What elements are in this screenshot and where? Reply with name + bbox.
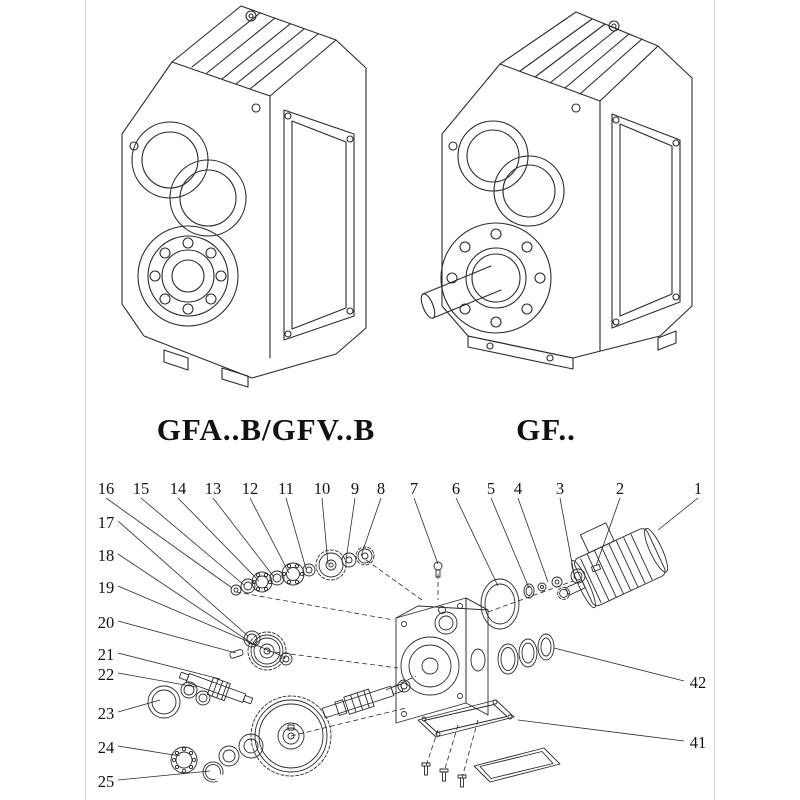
- gear-18: [247, 631, 287, 671]
- callout-19: 19: [98, 578, 115, 597]
- seal-23: [147, 685, 181, 719]
- callout-23: 23: [98, 704, 115, 723]
- gearbox-drawing-gf: [420, 11, 693, 370]
- callout-9: 9: [351, 479, 359, 498]
- catalog-sheet: GFA..B/GFV..B GF..: [85, 0, 715, 800]
- output-flange: [440, 222, 552, 334]
- snap-ring-25: [202, 761, 224, 783]
- bearing-24: [170, 746, 198, 774]
- callout-1: 1: [694, 479, 702, 498]
- bearing-14: [251, 571, 273, 593]
- callout-2: 2: [616, 479, 624, 498]
- callout-20: 20: [98, 613, 115, 632]
- input-bearing-bosses: [131, 121, 247, 237]
- pinion-8: [355, 546, 375, 566]
- adapter-gasket-6: [480, 578, 520, 630]
- callout-11: 11: [278, 479, 294, 498]
- caption-gfab: GFA..B/GFV..B: [156, 412, 376, 447]
- bottom-cover-plate: [473, 747, 561, 783]
- terminal-box: [579, 522, 615, 554]
- bottom-gasket-41: [417, 699, 515, 738]
- callout-17: 17: [98, 513, 115, 532]
- exploded-view: 16 15 14 13 12 11 10 9 8 7 6 5 4 3 2 1 1…: [98, 479, 707, 791]
- cooling-fins: [519, 18, 643, 95]
- callout-22: 22: [98, 665, 115, 684]
- callout-42: 42: [690, 673, 707, 692]
- callouts: 16 15 14 13 12 11 10 9 8 7 6 5 4 3 2 1 1…: [98, 479, 707, 791]
- callout-18: 18: [98, 546, 115, 565]
- gear-housing: [395, 597, 489, 724]
- side-panel: [283, 109, 355, 341]
- callout-8: 8: [377, 479, 385, 498]
- callout-10: 10: [314, 479, 331, 498]
- callout-5: 5: [487, 479, 495, 498]
- gear-10: [315, 549, 347, 581]
- bearing-12: [281, 562, 305, 586]
- callout-14: 14: [170, 479, 187, 498]
- caption-gf: GF..: [516, 412, 576, 447]
- callout-21: 21: [98, 645, 115, 664]
- callout-7: 7: [410, 479, 418, 498]
- cooling-fins: [191, 12, 319, 90]
- callout-3: 3: [556, 479, 564, 498]
- callout-41: 41: [690, 733, 707, 752]
- callout-12: 12: [242, 479, 259, 498]
- callout-6: 6: [452, 479, 460, 498]
- input-bearing-bosses: [457, 120, 565, 227]
- input-shaft-parts: [230, 546, 375, 596]
- mounting-feet: [163, 349, 249, 388]
- motor: [557, 522, 669, 609]
- callout-15: 15: [133, 479, 150, 498]
- callout-24: 24: [98, 738, 115, 757]
- key-20: [229, 649, 244, 659]
- oil-plug: [608, 20, 620, 32]
- callout-4: 4: [514, 479, 522, 498]
- pinion-shaft: [178, 671, 254, 705]
- callout-13: 13: [205, 479, 222, 498]
- housing-outline: [121, 5, 367, 379]
- output-shaft: [420, 265, 502, 319]
- gearbox-drawing-gfab: [121, 5, 367, 388]
- output-gear: [250, 695, 332, 777]
- stepped-shaft: [321, 684, 404, 719]
- motor-fasteners: [523, 563, 602, 599]
- mounting-feet: [467, 330, 677, 370]
- assembly-axes: [235, 559, 574, 779]
- retaining-rings-42: [497, 633, 555, 675]
- output-bearing: [137, 225, 239, 327]
- oil-plug: [245, 10, 257, 22]
- callout-16: 16: [98, 479, 115, 498]
- leader-lines: [105, 497, 699, 781]
- callout-25: 25: [98, 772, 115, 791]
- housing-outline: [441, 11, 693, 359]
- intermediate-gear-parts: [229, 630, 293, 671]
- breather-plug-7: [433, 561, 443, 578]
- side-panel: [611, 113, 681, 329]
- cover-bolts: [421, 762, 467, 788]
